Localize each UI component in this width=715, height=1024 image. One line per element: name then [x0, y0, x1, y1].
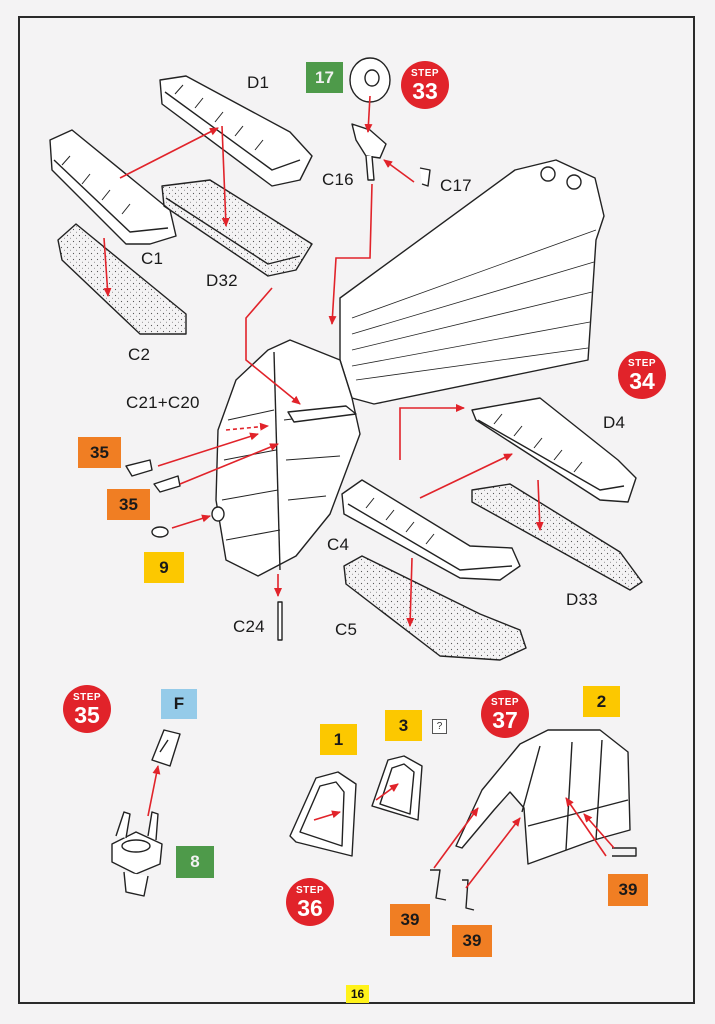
part-35b-drawing [153, 475, 181, 493]
step-number: 37 [492, 707, 518, 733]
color-callout-1: 1 [320, 724, 357, 755]
part-d4-drawing [471, 397, 637, 503]
label-c5: C5 [335, 620, 358, 639]
decal-f-drawing [151, 729, 181, 767]
step-37-badge: STEP 37 [481, 690, 529, 738]
label-c21-c20: C21+C20 [126, 393, 200, 412]
tail-wheel-drawing [349, 57, 431, 187]
label-c16: C16 [322, 170, 354, 189]
color-callout-39-a: 39 [390, 904, 430, 936]
part-8-drawing [111, 811, 163, 897]
part-9-drawing [151, 526, 169, 538]
step-33-badge: STEP 33 [401, 61, 449, 109]
part-3-drawing [371, 755, 423, 821]
color-callout-3: 3 [385, 710, 422, 741]
part-d32-drawing [161, 179, 313, 277]
step-number: 33 [412, 78, 438, 104]
part-1-drawing [289, 771, 357, 857]
fuselage-drawing [339, 159, 605, 405]
step-number: 35 [74, 702, 100, 728]
color-callout-2: 2 [583, 686, 620, 717]
label-c4: C4 [327, 535, 350, 554]
page-border [18, 16, 695, 1004]
step-34-badge: STEP 34 [618, 351, 666, 399]
label-c1: C1 [141, 249, 164, 268]
part-c4-drawing [341, 479, 521, 581]
label-c24: C24 [233, 617, 265, 636]
color-callout-39-c: 39 [608, 874, 648, 906]
color-callout-17: 17 [306, 62, 343, 93]
label-d1: D1 [247, 73, 270, 92]
step-word: STEP [295, 885, 325, 896]
step-36-badge: STEP 36 [286, 878, 334, 926]
decal-callout-f: F [161, 689, 197, 719]
label-d33: D33 [566, 590, 598, 609]
part-d33-drawing [471, 483, 643, 591]
canopy-drawing [430, 729, 637, 911]
color-callout-9: 9 [144, 552, 184, 583]
part-d1-drawing [159, 75, 313, 187]
step-word: STEP [72, 692, 102, 703]
color-callout-35-b: 35 [107, 489, 150, 520]
label-c2: C2 [128, 345, 151, 364]
page-number: 16 [346, 985, 369, 1003]
part-c24-drawing [277, 601, 283, 641]
part-35a-drawing [125, 459, 153, 477]
step-35-badge: STEP 35 [63, 685, 111, 733]
label-d32: D32 [206, 271, 238, 290]
part-c1-drawing [49, 129, 177, 245]
step-word: STEP [490, 697, 520, 708]
unknown-color-icon: ? [432, 719, 447, 734]
part-c2-drawing [57, 223, 187, 335]
step-number: 36 [297, 895, 323, 921]
label-c17: C17 [440, 176, 472, 195]
color-callout-35-a: 35 [78, 437, 121, 468]
color-callout-39-b: 39 [452, 925, 492, 957]
step-word: STEP [627, 358, 657, 369]
label-d4: D4 [603, 413, 626, 432]
color-callout-8: 8 [176, 846, 214, 878]
step-number: 34 [629, 368, 655, 394]
part-c5-drawing [343, 555, 527, 661]
step-word: STEP [410, 68, 440, 79]
